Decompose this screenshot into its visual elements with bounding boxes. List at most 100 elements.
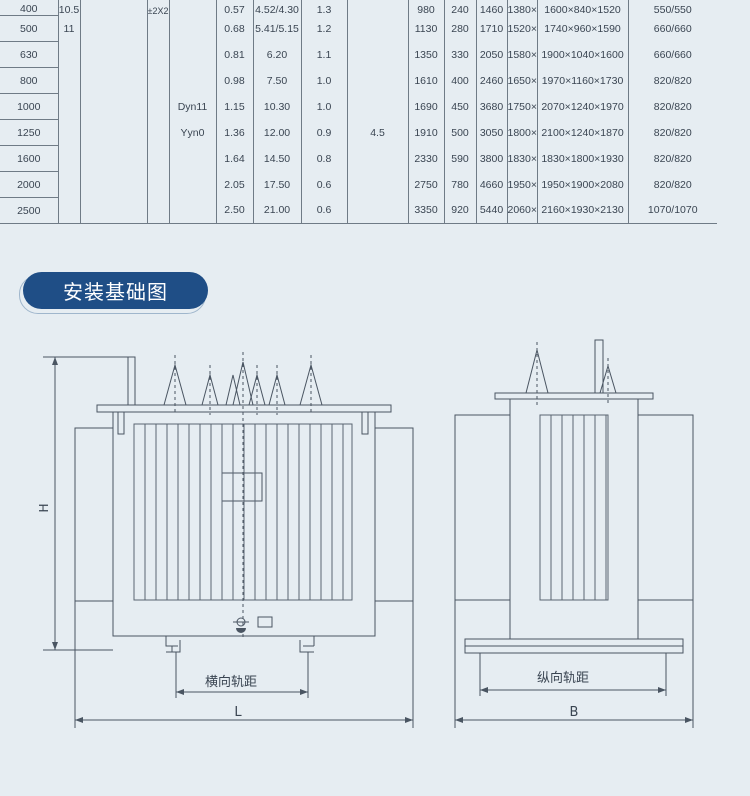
- table-cell-gauge: 820/820: [627, 145, 717, 172]
- table-cell-wt3: 5440: [475, 197, 507, 224]
- table-cell-current: 1.0: [300, 93, 347, 120]
- table-cell-load_loss: 12.00: [252, 119, 301, 146]
- table-cell-impedance: [346, 0, 408, 16]
- table-cell-v2: [79, 0, 147, 16]
- table-cell-wt1: 1690: [407, 93, 444, 120]
- table-cell-dim2: 1740×960×1590: [536, 15, 628, 42]
- spec-table: 40010.5±2X2.50.574.52/4.301.398024014601…: [0, 0, 750, 224]
- table-cell-dim1: 1800×1240×1550: [506, 119, 537, 146]
- table-cell-capacity: 500: [0, 15, 58, 42]
- table-cell-dim2: 1600×840×1520: [536, 0, 628, 16]
- table-cell-capacity: 630: [0, 41, 58, 68]
- table-cell-load_loss: 17.50: [252, 171, 301, 198]
- table-cell-wt2: 920: [443, 197, 476, 224]
- table-cell-v2: [79, 119, 147, 146]
- table-cell-capacity: 2500: [0, 197, 58, 224]
- table-row: 500110.685.41/5.151.2113028017101520×100…: [0, 15, 750, 42]
- table-cell-wt3: 4660: [475, 171, 507, 198]
- table-cell-v2: [79, 171, 147, 198]
- table-cell-load_loss: 4.52/4.30: [252, 0, 301, 16]
- table-cell-gauge: 660/660: [627, 41, 717, 68]
- table-cell-capacity: 1250: [0, 119, 58, 146]
- table-cell-gauge: 1070/1070: [627, 197, 717, 224]
- table-cell-load_loss: 7.50: [252, 67, 301, 94]
- table-cell-wt3: 3680: [475, 93, 507, 120]
- table-cell-dim2: 2070×1240×1970: [536, 93, 628, 120]
- table-cell-dim2: 1970×1160×1730: [536, 67, 628, 94]
- table-cell-wt3: 3050: [475, 119, 507, 146]
- table-row: 1000Dyn111.1510.301.0169045036801750×124…: [0, 93, 750, 120]
- table-cell-wt1: 2750: [407, 171, 444, 198]
- side-view: [454, 339, 694, 728]
- table-cell-impedance: [346, 41, 408, 68]
- table-cell-wt3: 1710: [475, 15, 507, 42]
- table-cell-gauge: 550/550: [627, 0, 717, 16]
- table-cell-dim1: 1380×900×1260: [506, 0, 537, 16]
- table-cell-v2: [79, 41, 147, 68]
- section-title: 安装基础图: [19, 272, 208, 314]
- table-cell-current: 1.2: [300, 15, 347, 42]
- table-cell-impedance: [346, 93, 408, 120]
- label-longitudinal-gauge: 纵向轨距: [537, 670, 589, 686]
- table-cell-wt2: 780: [443, 171, 476, 198]
- table-cell-capacity: 800: [0, 67, 58, 94]
- table-cell-dim1: 1830×1800×1930: [506, 145, 537, 172]
- table-cell-tap: [146, 67, 169, 94]
- table-cell-v1: [57, 93, 80, 120]
- table-cell-noload_loss: 0.98: [215, 67, 253, 94]
- table-cell-load_loss: 21.00: [252, 197, 301, 224]
- table-cell-wt2: 400: [443, 67, 476, 94]
- table-cell-dim2: 1900×1040×1600: [536, 41, 628, 68]
- table-row: 40010.5±2X2.50.574.52/4.301.398024014601…: [0, 0, 750, 16]
- table-cell-impedance: [346, 15, 408, 42]
- table-cell-impedance: 4.5: [346, 119, 408, 146]
- table-row: 25002.5021.000.6335092054402060×1930×213…: [0, 197, 750, 224]
- table-cell-current: 1.1: [300, 41, 347, 68]
- table-cell-group: [168, 15, 216, 42]
- table-cell-dim2: 1950×1900×2080: [536, 171, 628, 198]
- table-cell-gauge: 660/660: [627, 15, 717, 42]
- table-cell-wt1: 2330: [407, 145, 444, 172]
- table-cell-tap: [146, 41, 169, 68]
- label-B: B: [570, 705, 579, 720]
- table-cell-noload_loss: 0.81: [215, 41, 253, 68]
- label-transverse-gauge: 横向轨距: [205, 674, 257, 690]
- table-cell-dim2: 2160×1930×2130: [536, 197, 628, 224]
- table-cell-group: Yyn0: [168, 119, 216, 146]
- table-row: 1250Yyn01.3612.000.94.5191050030501800×1…: [0, 119, 750, 146]
- table-cell-capacity: 400: [19, 3, 38, 15]
- table-cell-tap: ±2X2.5: [146, 0, 169, 16]
- table-cell-noload_loss: 0.68: [215, 15, 253, 42]
- table-cell-tap: [146, 197, 169, 224]
- table-cell-wt3: 1460: [475, 0, 507, 16]
- table-cell-group: [168, 145, 216, 172]
- table-cell-wt1: 980: [407, 0, 444, 16]
- table-cell-group: [168, 0, 216, 16]
- table-cell-wt2: 240: [443, 0, 476, 16]
- table-cell-impedance: [346, 145, 408, 172]
- table-cell-v1: [57, 197, 80, 224]
- table-cell-gauge: 820/820: [627, 93, 717, 120]
- table-cell-group: [168, 197, 216, 224]
- table-cell-dim1: 1650×1160×1400: [506, 67, 537, 94]
- table-cell-gauge: 820/820: [627, 171, 717, 198]
- label-H: H: [37, 503, 51, 512]
- table-cell-group: Dyn11: [168, 93, 216, 120]
- table-cell-wt3: 3800: [475, 145, 507, 172]
- table-cell-group: [168, 41, 216, 68]
- table-cell-tap: [146, 15, 169, 42]
- table-cell-load_loss: 10.30: [252, 93, 301, 120]
- table-cell-wt2: 450: [443, 93, 476, 120]
- table-cell-capacity: 2000: [0, 171, 58, 198]
- table-cell-gauge: 820/820: [627, 119, 717, 146]
- table-cell-current: 0.8: [300, 145, 347, 172]
- table-cell-impedance: [346, 67, 408, 94]
- table-cell-wt3: 2460: [475, 67, 507, 94]
- table-row: 16001.6414.500.8233059038001830×1800×193…: [0, 145, 750, 172]
- table-cell-wt1: 3350: [407, 197, 444, 224]
- label-L: L: [234, 705, 242, 720]
- table-cell-wt1: 1910: [407, 119, 444, 146]
- table-cell-wt2: 330: [443, 41, 476, 68]
